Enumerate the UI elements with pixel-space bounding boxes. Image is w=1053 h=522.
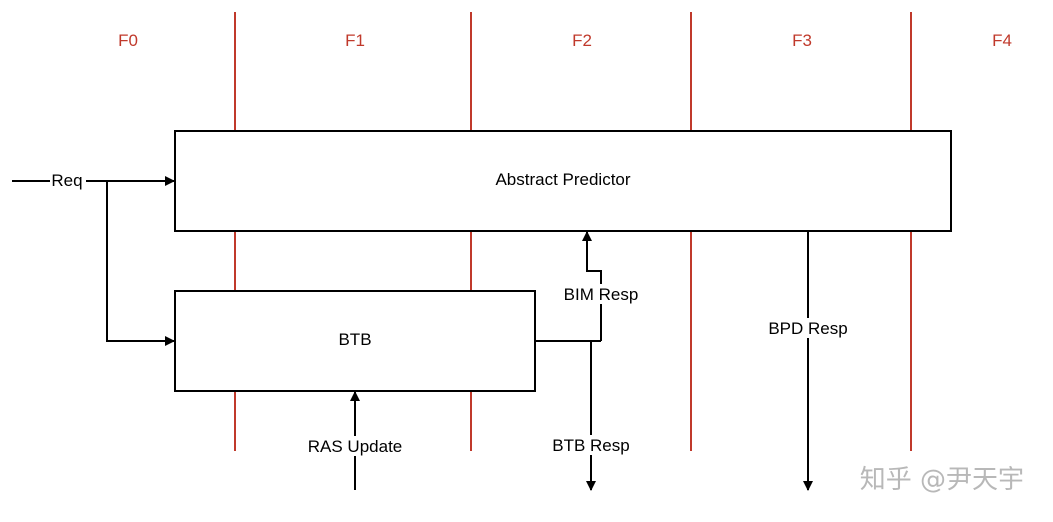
wires — [12, 176, 813, 491]
btb-label: BTB — [338, 330, 371, 349]
req-label: Req — [51, 171, 82, 190]
watermark: 知乎 @尹天宇 — [860, 465, 1024, 495]
ras-update-label-bg — [301, 436, 409, 456]
stage-labels: F0 F1 F2 F3 F4 — [118, 31, 1012, 50]
btb-block: BTB — [174, 290, 536, 392]
stage-label-f1: F1 — [345, 31, 365, 50]
abstract-predictor-box — [174, 130, 952, 232]
abstract-predictor-label: Abstract Predictor — [495, 170, 630, 189]
req-label-bg — [50, 170, 86, 190]
req-branch-wire — [106, 181, 175, 346]
btb-resp-label-bg — [546, 435, 636, 455]
wire-labels: Req BIM Resp BPD Resp RAS Update BTB Res… — [50, 170, 854, 456]
bim-resp-label: BIM Resp — [564, 285, 639, 304]
abstract-predictor-block: Abstract Predictor — [174, 130, 952, 232]
ras-update-label: RAS Update — [308, 437, 403, 456]
bim-resp-label-bg — [558, 284, 644, 304]
stage-label-f4: F4 — [992, 31, 1012, 50]
bpd-resp-label-bg — [764, 318, 854, 338]
stage-label-f3: F3 — [792, 31, 812, 50]
bim-resp-wire — [582, 231, 602, 341]
stage-label-f2: F2 — [572, 31, 592, 50]
stage-label-f0: F0 — [118, 31, 138, 50]
btb-resp-label: BTB Resp — [552, 436, 629, 455]
bpd-resp-label: BPD Resp — [768, 319, 847, 338]
